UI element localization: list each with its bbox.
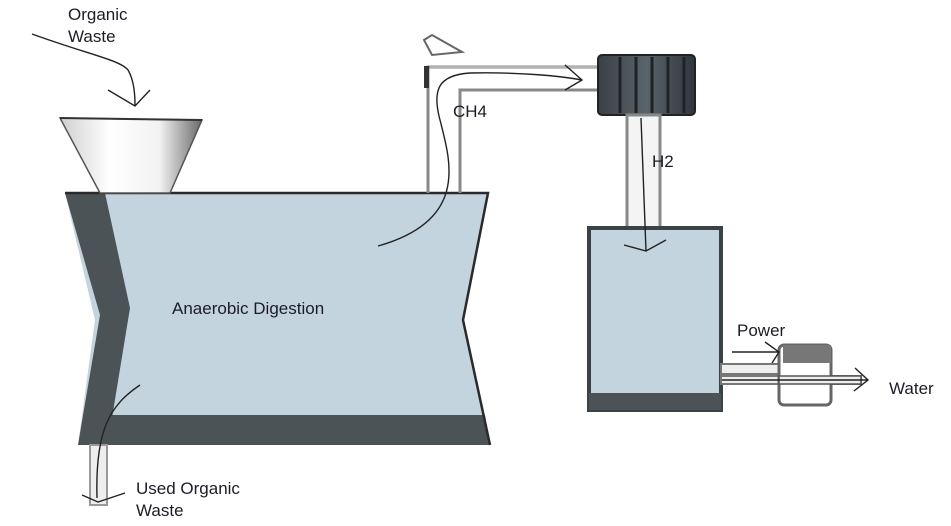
tank-body xyxy=(65,193,490,445)
gas-pipe xyxy=(426,65,600,193)
label-power: Power xyxy=(737,321,786,340)
gas-valve-cap xyxy=(422,33,466,57)
label-used-waste-line1: Used Organic xyxy=(136,479,240,498)
power-arrow xyxy=(732,341,780,364)
arrow-head-icon xyxy=(81,492,126,503)
label-anaerobic-digestion: Anaerobic Digestion xyxy=(172,299,324,318)
organic-waste-arrow xyxy=(31,33,136,106)
label-used-waste-line2: Waste xyxy=(136,501,184,520)
h2-flow-arrow xyxy=(640,117,647,252)
flow-arrows xyxy=(31,33,870,503)
label-h2: H2 xyxy=(652,152,674,171)
used-waste-arrow xyxy=(96,384,141,499)
digester-tank xyxy=(65,191,492,446)
arrow-head-icon xyxy=(623,239,667,252)
label-organic-waste-line1: Organic xyxy=(68,5,128,24)
tank-bottom-band xyxy=(78,415,490,445)
label-organic-waste-line2: Waste xyxy=(68,27,116,46)
arrow-head-icon xyxy=(107,89,151,107)
fuel-cell-box xyxy=(587,226,723,412)
tank-left-wall xyxy=(65,193,130,445)
input-funnel xyxy=(58,117,204,194)
arrow-head-icon xyxy=(564,64,584,91)
reformer-unit xyxy=(597,54,696,116)
label-ch4: CH4 xyxy=(453,102,487,121)
tank-outline xyxy=(65,191,492,446)
water-arrow xyxy=(722,367,870,392)
label-water: Water xyxy=(889,379,934,398)
ch4-flow-arrow xyxy=(377,72,583,247)
output-pipe xyxy=(89,444,108,506)
